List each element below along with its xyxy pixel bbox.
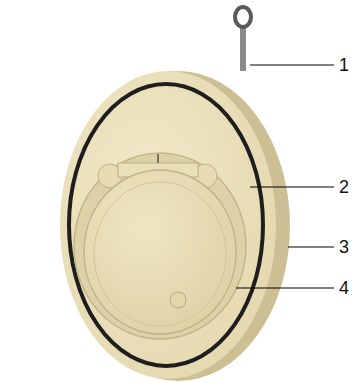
bolt-stem [240, 27, 246, 71]
callout-number: 2 [339, 177, 349, 197]
eye-ring [235, 7, 251, 27]
leader-line [236, 288, 334, 289]
hinge-pin [157, 154, 159, 163]
callout-number: 1 [339, 55, 349, 75]
leader-line [288, 247, 334, 248]
bore [74, 153, 246, 339]
flap-disc [84, 170, 236, 334]
leader-line [250, 65, 334, 66]
callout-number: 3 [339, 237, 349, 257]
flap-knob [170, 292, 186, 308]
body-face [60, 71, 276, 379]
flap-edge [94, 182, 226, 326]
callout-number: 4 [339, 278, 349, 298]
o-ring [69, 84, 263, 366]
leader-line [250, 187, 334, 188]
